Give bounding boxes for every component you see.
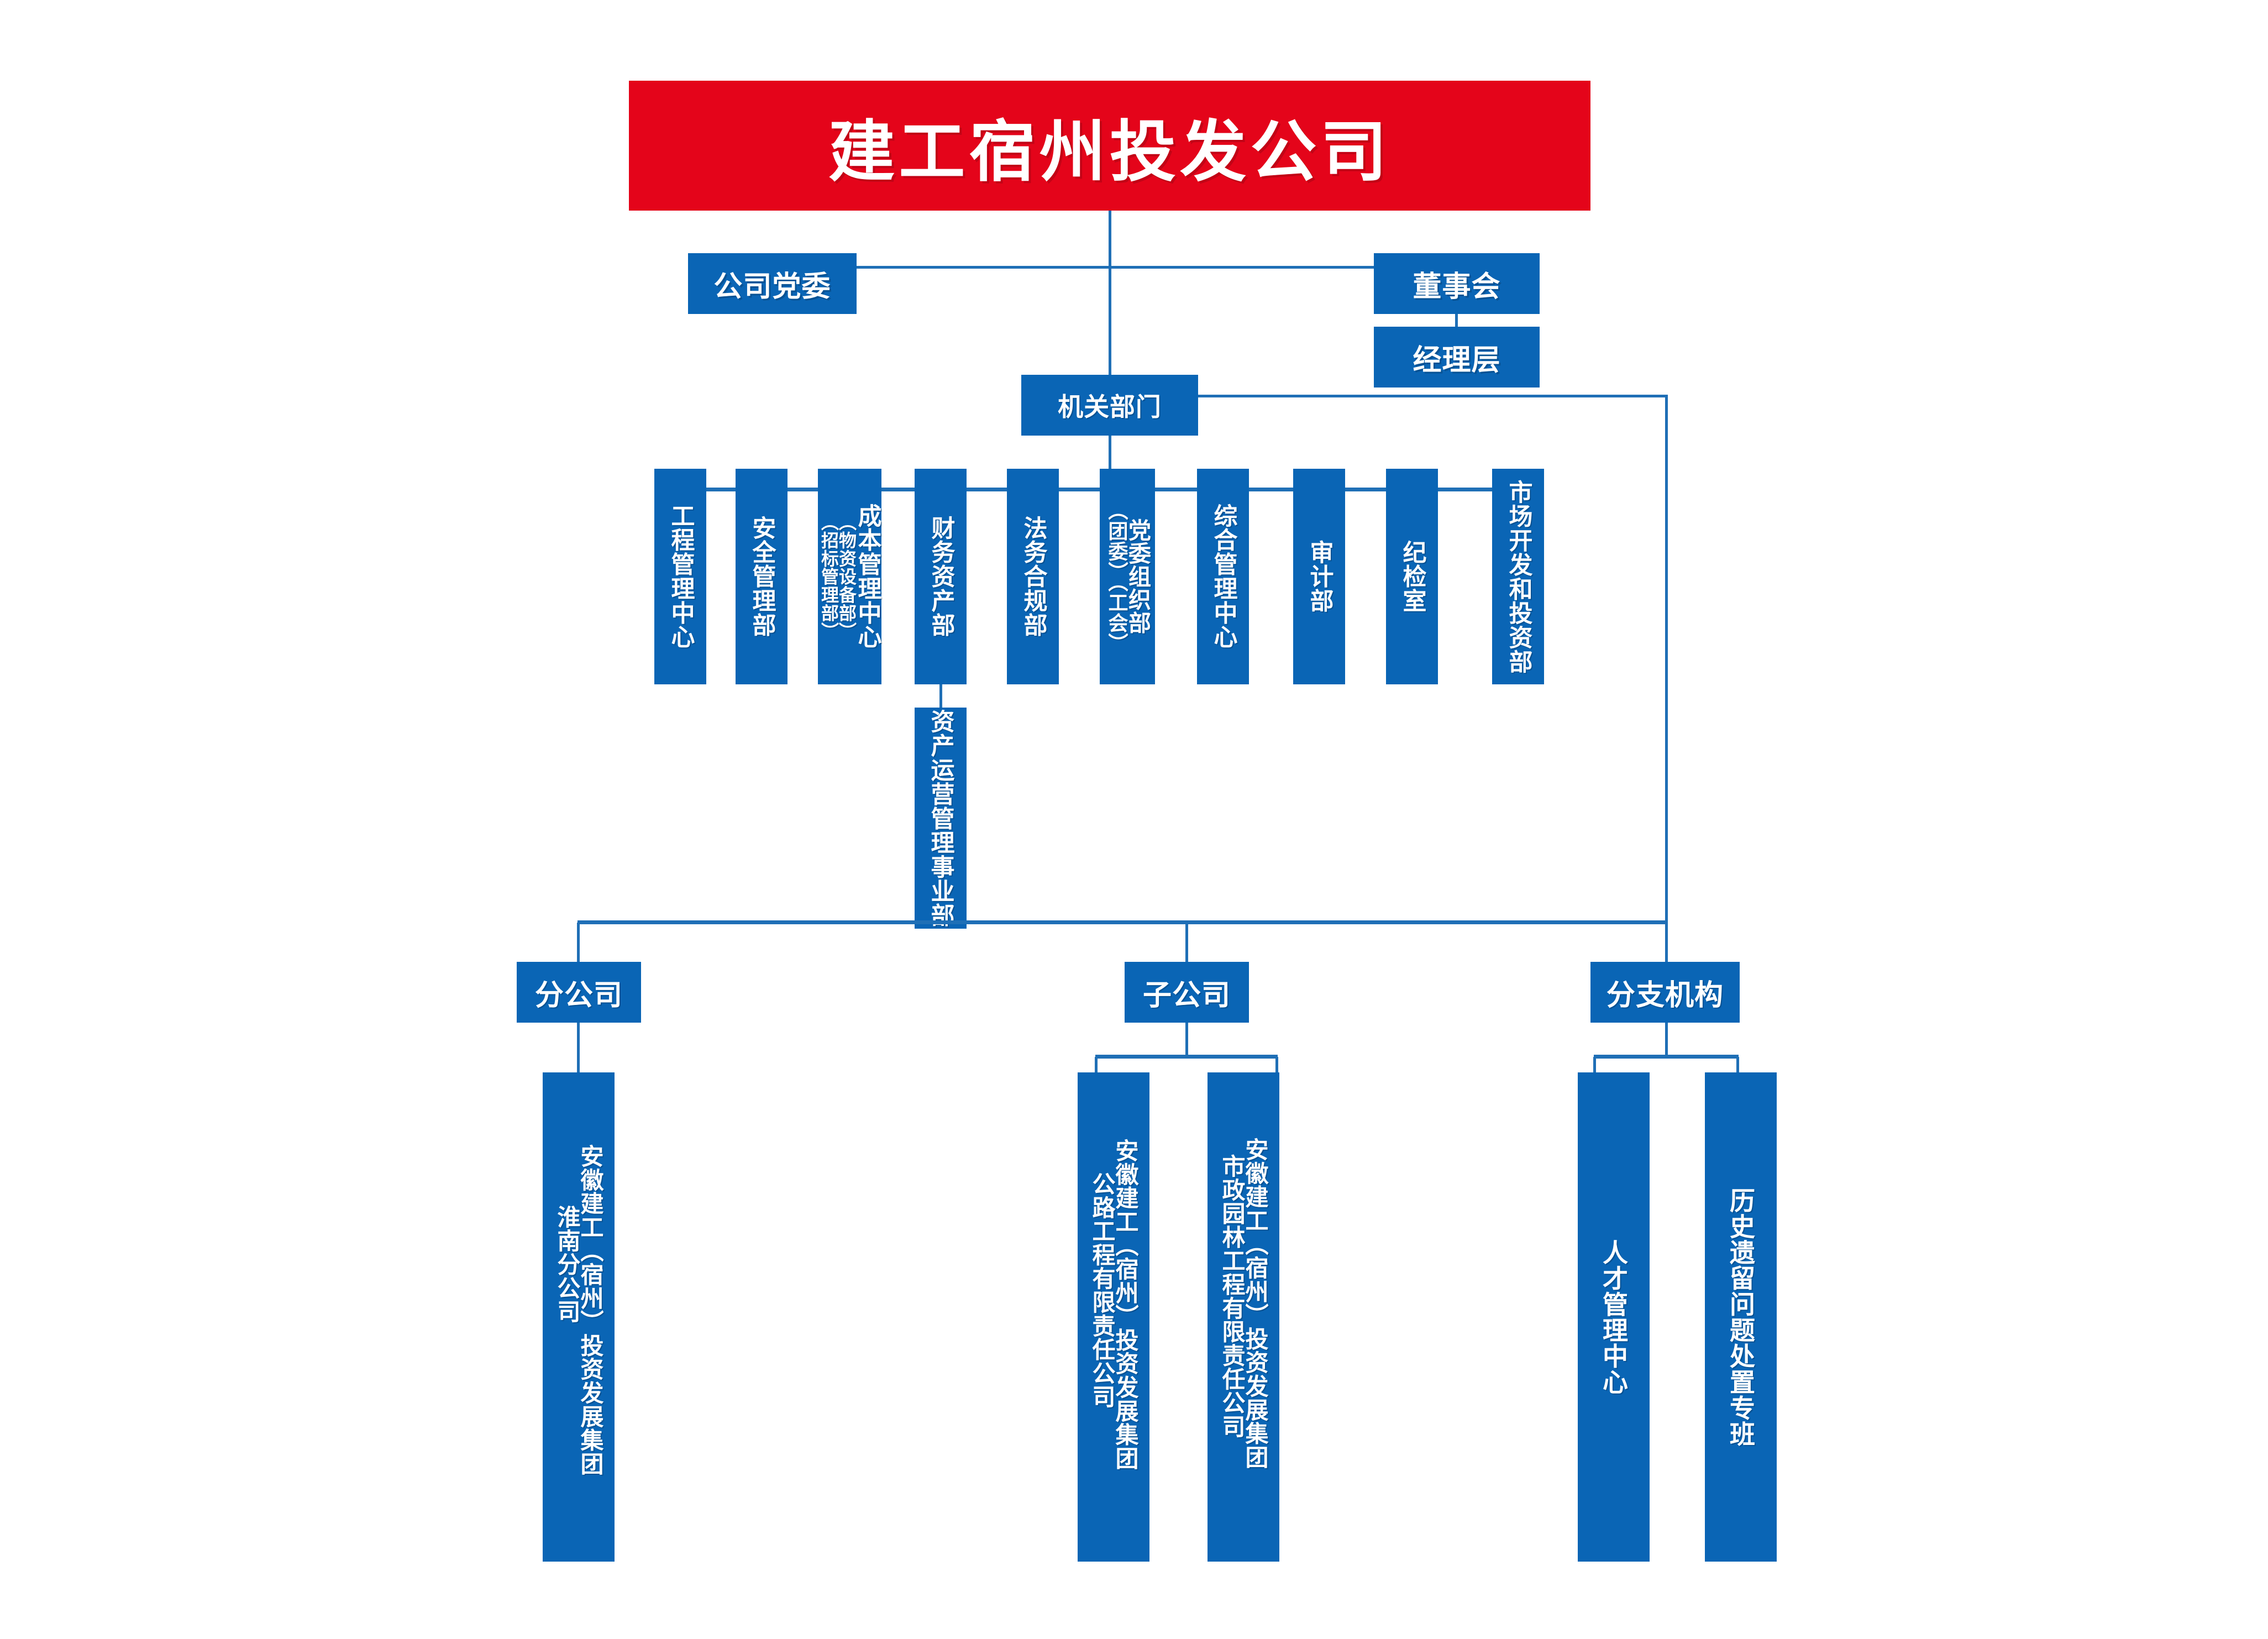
cost-center-line-2: （物资设备部） xyxy=(836,512,857,641)
node-audit-dept[interactable]: 审计部 xyxy=(1293,469,1345,684)
node-municipal-landscape-engineering-co[interactable]: 安徽建工（宿州）投资发展集团 市政园林工程有限责任公司 xyxy=(1208,1072,1279,1562)
municipal-co-line-1: 安徽建工（宿州）投资发展集团 xyxy=(1242,1138,1269,1469)
node-comprehensive-management-center[interactable]: 综合管理中心 xyxy=(1197,469,1249,684)
node-cost-management-center[interactable]: 成本管理中心 （物资设备部） （招标管理部） xyxy=(818,469,881,684)
connector-level2-bus xyxy=(722,266,1457,269)
connector-title-stem xyxy=(1109,211,1111,268)
huainan-branch-line-2: 淮南分公司 xyxy=(554,1205,581,1323)
connector-subsidiary-stem xyxy=(1185,1023,1188,1057)
party-org-line-1: 党委组织部 xyxy=(1124,519,1151,635)
connector-drop-branch-companies xyxy=(577,923,580,962)
node-group-branch-organizations[interactable]: 分支机构 xyxy=(1590,962,1740,1023)
connector-right-down-to-bottom-bus xyxy=(1665,395,1668,923)
highway-co-line-2: 公路工程有限责任公司 xyxy=(1089,1172,1116,1408)
connector-drop-branch-org-1 xyxy=(1593,1057,1596,1074)
connector-to-head-office xyxy=(1109,266,1111,376)
party-org-line-2: （团委）（工会） xyxy=(1105,500,1128,653)
node-talent-management-center[interactable]: 人才管理中心 xyxy=(1578,1072,1650,1562)
connector-branch-companies-stem xyxy=(577,1023,580,1072)
connector-board-to-management xyxy=(1455,314,1458,327)
connector-branch-orgs-stem xyxy=(1665,1023,1668,1057)
connector-finance-to-asset-division xyxy=(939,684,942,708)
company-title-box: 建工宿州投发公司 xyxy=(629,81,1590,211)
highway-co-line-1: 安徽建工（宿州）投资发展集团 xyxy=(1112,1139,1139,1470)
huainan-branch-line-1: 安徽建工（宿州）投资发展集团 xyxy=(577,1144,604,1476)
connector-drop-subsidiary-companies xyxy=(1185,923,1188,962)
connector-subsidiary-bus xyxy=(1095,1055,1278,1059)
connector-branch-orgs-bus xyxy=(1594,1055,1739,1059)
connector-drop-subsidiary-1 xyxy=(1095,1057,1098,1074)
connector-bottom-bus xyxy=(578,920,1668,924)
node-engineering-management-center[interactable]: 工程管理中心 xyxy=(654,469,706,684)
node-historical-legacy-issues-task-force[interactable]: 历史遗留问题处置专班 xyxy=(1705,1072,1777,1562)
node-safety-management-dept[interactable]: 安全管理部 xyxy=(736,469,788,684)
node-market-development-investment-dept[interactable]: 市场开发和投资部 xyxy=(1492,469,1544,684)
node-head-office[interactable]: 机关部门 xyxy=(1021,375,1198,436)
node-board-of-directors[interactable]: 董事会 xyxy=(1374,253,1540,314)
node-discipline-inspection-office[interactable]: 纪检室 xyxy=(1386,469,1438,684)
cost-center-line-1: 成本管理中心 xyxy=(854,504,881,650)
node-finance-assets-dept[interactable]: 财务资产部 xyxy=(915,469,967,684)
node-huainan-branch[interactable]: 安徽建工（宿州）投资发展集团 淮南分公司 xyxy=(543,1072,615,1562)
connector-drop-branch-organizations xyxy=(1665,923,1668,962)
municipal-co-line-2: 市政园林工程有限责任公司 xyxy=(1219,1154,1246,1438)
node-group-subsidiary-companies[interactable]: 子公司 xyxy=(1125,962,1249,1023)
node-management-layer[interactable]: 经理层 xyxy=(1374,327,1540,388)
connector-head-office-right-arm xyxy=(1198,395,1668,397)
node-legal-compliance-dept[interactable]: 法务合规部 xyxy=(1007,469,1059,684)
node-highway-engineering-co[interactable]: 安徽建工（宿州）投资发展集团 公路工程有限责任公司 xyxy=(1078,1072,1149,1562)
node-party-committee[interactable]: 公司党委 xyxy=(688,253,857,314)
cost-center-line-3: （招标管理部） xyxy=(818,512,839,641)
connector-drop-subsidiary-2 xyxy=(1275,1057,1278,1074)
connector-drop-branch-org-2 xyxy=(1736,1057,1739,1074)
node-party-organization-dept[interactable]: 党委组织部 （团委）（工会） xyxy=(1100,469,1155,684)
connector-head-office-stem xyxy=(1109,436,1111,490)
node-group-branch-companies[interactable]: 分公司 xyxy=(517,962,641,1023)
node-asset-operation-management-division[interactable]: 资产运营管理事业部 xyxy=(915,708,967,929)
